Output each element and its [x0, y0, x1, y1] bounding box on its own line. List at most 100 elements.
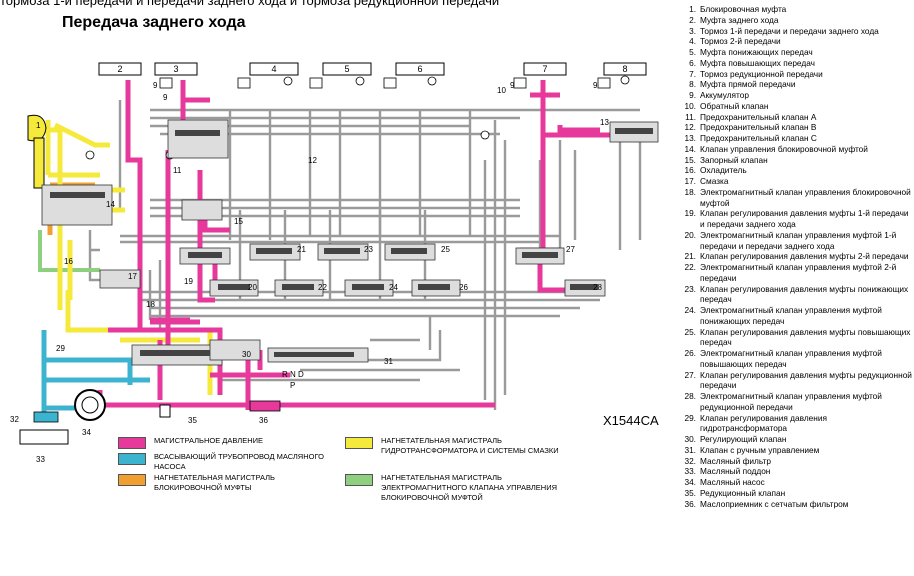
callout: 32 — [10, 415, 19, 424]
parts-legend-item: 17.Смазка — [676, 176, 912, 187]
key-converter-lube: НАГНЕТАТЕЛЬНАЯ МАГИСТРАЛЬ ГИДРОТРАНСФОРМ… — [345, 436, 585, 456]
key-label: НАГНЕТАТЕЛЬНАЯ МАГИСТРАЛЬ ГИДРОТРАНСФОРМ… — [381, 436, 559, 455]
callout: 11 — [173, 166, 182, 175]
parts-legend-number: 11. — [685, 111, 696, 122]
parts-legend-item: 36.Маслоприемник с сетчатым фильтром — [676, 499, 912, 510]
parts-legend-text: Масляный насос — [700, 477, 765, 487]
clutch-box-6: 6 — [395, 62, 445, 76]
key-suction: ВСАСЫВАЮЩИЙ ТРУБОПРОВОД МАСЛЯНОГО НАСОСА — [118, 452, 338, 472]
parts-legend-item: 28.Электромагнитный клапан управления му… — [676, 391, 912, 413]
parts-legend-item: 11. Предохранительный клапан A — [676, 112, 912, 123]
key-label: МАГИСТРАЛЬНОЕ ДАВЛЕНИЕ — [154, 436, 264, 445]
parts-legend-item: 9.Аккумулятор — [676, 90, 912, 101]
clutch-box-label: 7 — [542, 64, 547, 74]
parts-legend-text: Предохранительный клапан A — [700, 111, 817, 122]
parts-legend-text: Масляный поддон — [700, 466, 771, 477]
parts-legend-number: 35. — [684, 487, 696, 498]
parts-legend-text: Клапан регулирования давления муфты повы… — [700, 326, 911, 348]
callout: 22 — [318, 283, 327, 292]
parts-legend-text: Предохранительный клапан B — [700, 122, 817, 133]
parts-legend-number: 6. — [689, 57, 696, 68]
parts-legend-number: 29. — [684, 412, 696, 423]
key-swatch-pink — [118, 437, 146, 449]
parts-legend-number: 12. — [684, 122, 696, 133]
parts-legend-item: 24. Электромагнитный клапан управления му… — [676, 305, 912, 327]
parts-legend-item: 16. Охладитель — [676, 165, 912, 176]
callout: 36 — [259, 416, 268, 425]
callout: 19 — [184, 277, 193, 286]
clutch-box-5: 5 — [322, 62, 372, 76]
parts-legend-number: 16. — [684, 165, 696, 176]
callout: 28 — [593, 283, 602, 292]
parts-legend-item: 21.Клапан регулирования давления муфты 2… — [676, 251, 912, 262]
parts-legend-number: 28. — [684, 391, 696, 401]
parts-legend-item: 26.Электромагнитный клапан управления му… — [676, 348, 912, 370]
parts-legend-item: 14. Клапан управления блокировочной муфто… — [676, 144, 912, 155]
parts-legend-item: 23.Клапан регулирования давления муфты п… — [676, 284, 912, 306]
parts-legend-text: Обратный клапан — [700, 100, 769, 111]
parts-legend-number: 21. — [684, 251, 696, 262]
lockup-clutch — [27, 114, 47, 189]
parts-legend-number: 32. — [684, 455, 696, 466]
key-main-pressure: МАГИСТРАЛЬНОЕ ДАВЛЕНИЕ — [118, 436, 338, 449]
parts-legend-item: 35. Редукционный клапан — [676, 488, 912, 499]
clutch-box-2: 2 — [98, 62, 142, 76]
parts-legend-text: Предохранительный клапан C — [700, 133, 817, 143]
parts-legend-number: 30. — [684, 434, 696, 444]
parts-legend-text: Тормоз 2-й передачи — [700, 36, 781, 47]
parts-legend-item: 18.Электромагнитный клапан управления бл… — [676, 187, 912, 209]
parts-legend-item: 4.Тормоз 2-й передачи — [676, 36, 912, 47]
parts-legend-item: 29.Клапан регулирования давления гидротр… — [676, 413, 912, 435]
parts-legend-item: 15.Запорный клапан — [676, 155, 912, 166]
callout: 9 — [593, 81, 598, 90]
hydraulic-diagram: 2 3 4 5 6 7 8 — [10, 62, 659, 464]
callout: 26 — [459, 283, 468, 292]
callout: 9 — [163, 93, 168, 102]
parts-legend-number: 23. — [684, 283, 696, 294]
parts-legend-number: 13. — [684, 133, 696, 143]
parts-legend-number: 24. — [684, 305, 696, 315]
parts-legend-text: Электромагнитный клапан управления муфто… — [700, 262, 897, 283]
parts-legend-text: Клапан регулирования давления муфты 1-й … — [700, 208, 909, 229]
callout: 17 — [128, 272, 137, 281]
callout: 27 — [566, 245, 575, 254]
parts-legend-number: 33. — [684, 466, 696, 477]
parts-legend-number: 14. — [684, 143, 696, 154]
key-swatch-orange — [118, 474, 146, 486]
parts-legend-number: 10. — [684, 100, 696, 111]
parts-legend-number: 8. — [689, 79, 696, 90]
blue-suction-lines — [41, 330, 150, 420]
parts-legend-number: 5. — [689, 47, 696, 57]
selector-p: P — [290, 381, 295, 390]
parts-legend-text: Охладитель — [700, 165, 747, 176]
key-swatch-yellow — [345, 437, 373, 449]
callout: 1 — [36, 121, 41, 130]
clutch-boxes: 2 3 4 5 6 7 8 — [98, 62, 647, 76]
callout: 33 — [36, 455, 45, 464]
parts-legend-text: Электромагнитный клапан управления муфто… — [700, 348, 882, 369]
parts-legend-number: 2. — [689, 14, 696, 25]
parts-legend-text: Электромагнитный клапан управления муфто… — [700, 305, 882, 326]
parts-legend-text: Муфта понижающих передач — [700, 47, 813, 57]
parts-legend-text: Клапан управления блокировочной муфтой — [700, 143, 868, 154]
callout: 21 — [297, 245, 306, 254]
diagram-callouts: 1 9 9 9 10 11 12 13 14 15 16 17 18 19 20… — [10, 81, 609, 464]
parts-legend-text: Запорный клапан — [700, 154, 768, 165]
parts-legend-text: Маслоприемник с сетчатым фильтром — [700, 498, 849, 509]
parts-legend-number: 20. — [684, 229, 696, 240]
callout: 12 — [308, 156, 317, 165]
diagram-title: Передача заднего хода — [62, 14, 246, 31]
parts-legend-text: Редукционный клапан — [700, 487, 786, 498]
parts-legend-item: 8.Муфта прямой передачи — [676, 79, 912, 90]
key-lockup: НАГНЕТАТЕЛЬНАЯ МАГИСТРАЛЬ БЛОКИРОВОЧНОЙ … — [118, 473, 338, 493]
green-lines — [38, 230, 100, 272]
callout: 9 — [153, 81, 158, 90]
figure-code: X1544CA — [603, 413, 659, 428]
parts-legend-item: 10. Обратный клапан — [676, 101, 912, 112]
parts-legend-item: 2.Муфта заднего хода — [676, 15, 912, 26]
callout: 23 — [364, 245, 373, 254]
selector-rnd: R N D — [282, 370, 304, 379]
callout: 13 — [600, 118, 609, 127]
clutch-box-7: 7 — [523, 62, 567, 76]
key-swatch-green — [345, 474, 373, 486]
